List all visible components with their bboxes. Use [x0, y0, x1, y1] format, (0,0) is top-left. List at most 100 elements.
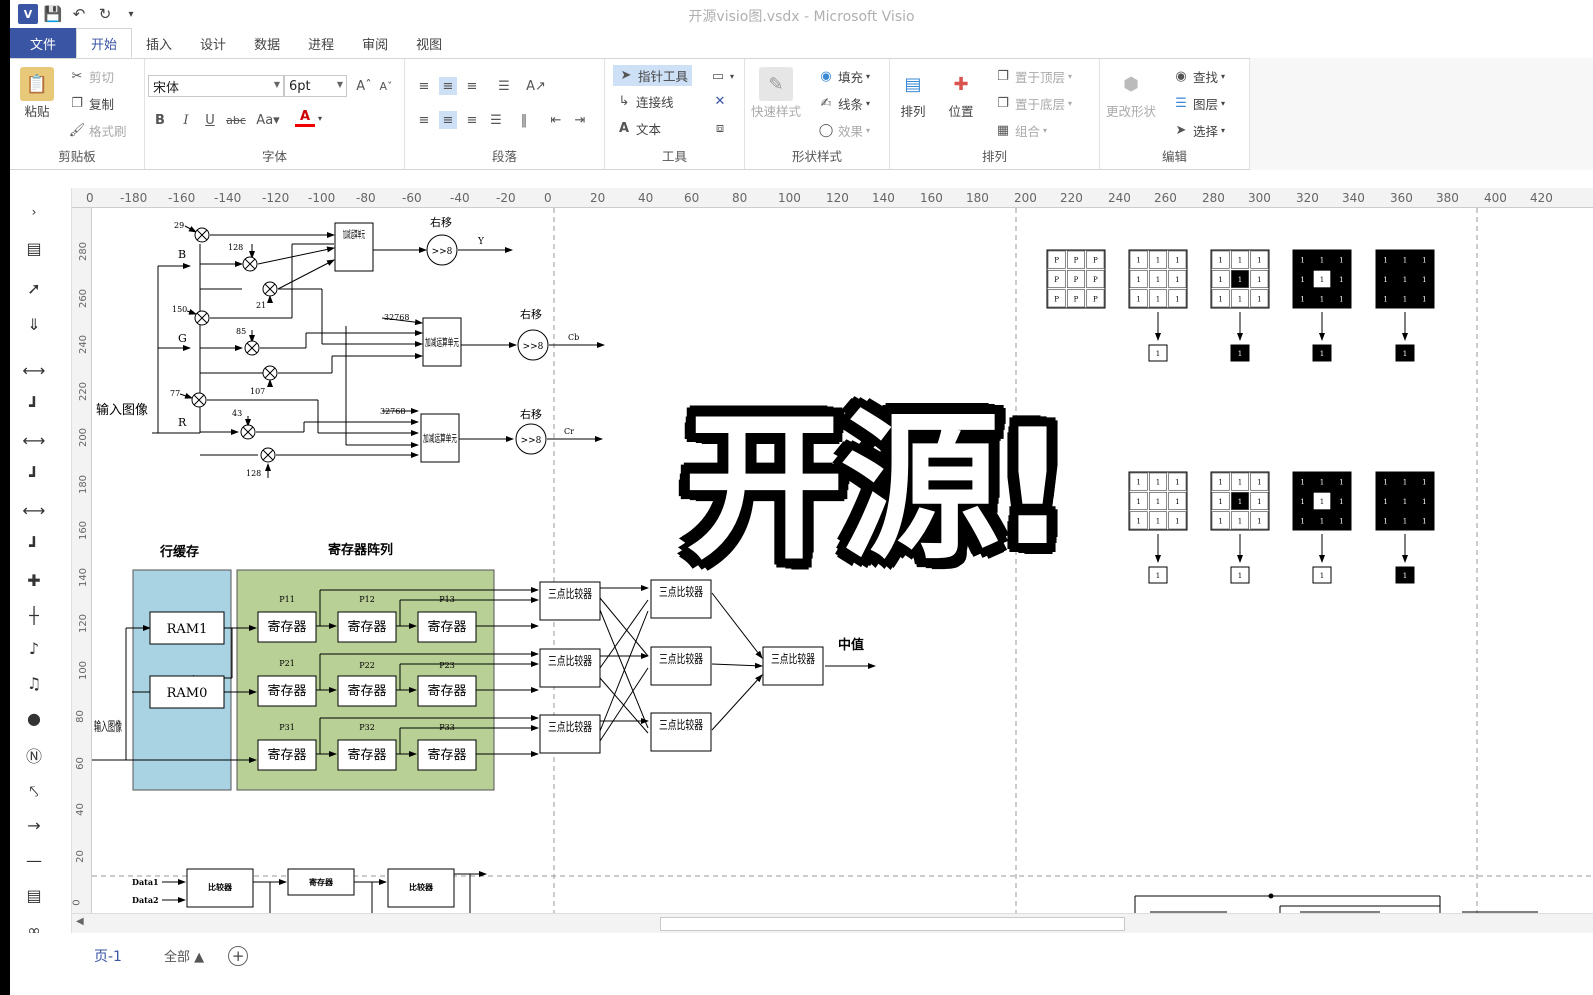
group-button[interactable]: ▦组合▾	[994, 121, 1047, 140]
align-middle-button[interactable]: ≡	[439, 77, 457, 95]
send-to-back-button[interactable]: ❐置于底层▾	[994, 94, 1072, 113]
dimension-icon[interactable]: ⟷	[22, 360, 46, 380]
line-button[interactable]: ✍线条▾	[817, 94, 870, 113]
tab-review[interactable]: 审阅	[362, 37, 389, 53]
quick-styles-button[interactable]: ✎ 快速样式	[751, 67, 801, 120]
add-page-icon[interactable]: +	[228, 945, 249, 966]
underline-button[interactable]: U	[201, 111, 219, 129]
font-size-select[interactable]: 6pt▼	[284, 75, 347, 97]
note-icon[interactable]: ♪	[28, 638, 40, 658]
terminal-icon[interactable]: Ⓝ	[25, 747, 42, 766]
down-arrow-icon[interactable]: ⇓	[27, 314, 41, 334]
paragraph-group-label: 段落	[491, 149, 517, 164]
pointer-tool-button[interactable]: ➤指针工具	[613, 65, 693, 86]
align-left-button[interactable]: ≡	[415, 111, 433, 129]
connector-icon[interactable]: —	[26, 850, 42, 870]
align-left-icon: ≡	[418, 112, 430, 128]
change-case-button[interactable]: Aa▾	[253, 111, 283, 129]
effects-button[interactable]: ◯效果▾	[818, 123, 871, 139]
text-tool-icon: A	[618, 121, 630, 136]
tab-home[interactable]: 开始	[76, 28, 133, 58]
fill-button[interactable]: ◉填充▾	[817, 67, 870, 86]
drawing-canvas[interactable]: 输入图像 B G R 29 128 21 150 85 107 77 43 12…	[92, 208, 1593, 913]
bold-button[interactable]: B	[151, 111, 169, 129]
all-pages-button[interactable]: 全部 ▲	[164, 946, 204, 965]
bottom-diagram-labels: Data1 Data2 比较器 寄存器 比较器	[132, 877, 434, 905]
bus-icon[interactable]: ▤	[26, 885, 42, 905]
arrange-group: ▤ 排列 ✚ 位置 ❐置于顶层▾ ❐置于底层▾ ▦组合▾ 排列	[890, 59, 1100, 169]
customize-qat-icon[interactable]: ▾	[128, 8, 134, 20]
change-shape-button[interactable]: ⬢ 更改形状	[1106, 67, 1156, 120]
align-bottom-button[interactable]: ≡	[463, 77, 481, 95]
junction-icon[interactable]: ┼	[29, 605, 39, 625]
morph-cell: P	[1074, 295, 1079, 303]
select-button[interactable]: ➤选择▾	[1172, 121, 1225, 140]
page-tab-1[interactable]: 页-1	[94, 948, 122, 965]
position-button[interactable]: ✚ 位置	[944, 67, 978, 120]
notes-icon[interactable]: ♫	[26, 673, 42, 693]
shapes-menu-icon[interactable]: ▤	[26, 238, 42, 258]
redo-icon[interactable]: ↻	[98, 5, 112, 23]
morph-cell: 1	[1403, 350, 1407, 358]
shrink-font-button[interactable]: Aˇ	[377, 77, 395, 95]
layers-button[interactable]: ☰图层▾	[1172, 94, 1225, 113]
horizontal-scrollbar[interactable]: ◀	[72, 913, 1593, 933]
connection-point-button[interactable]: ✕	[711, 92, 729, 110]
undo-icon[interactable]: ↶	[72, 5, 86, 23]
increase-indent-button[interactable]: ⇥	[571, 111, 589, 129]
bring-to-front-button[interactable]: ❐置于顶层▾	[994, 67, 1072, 86]
cut-button[interactable]: ✂剪切	[68, 67, 114, 86]
brush-icon: 🖌	[68, 123, 86, 138]
step-shape-icon[interactable]: ┛	[29, 535, 39, 555]
ruler-tick-label: 180	[966, 191, 989, 205]
tab-view[interactable]: 视图	[416, 37, 443, 53]
morph-cell: 1	[1300, 257, 1304, 265]
scrollbar-thumb[interactable]	[660, 917, 1125, 931]
format-painter-button[interactable]: 🖌格式刷	[68, 121, 127, 140]
tab-design[interactable]: 设计	[200, 37, 227, 53]
connector-button[interactable]: ↳连接线	[615, 92, 674, 111]
vertical-text-button[interactable]: ‖	[515, 111, 533, 129]
junction-icon[interactable]: ✚	[27, 570, 41, 590]
line-shape-icon[interactable]: →	[27, 815, 41, 835]
dimension-icon[interactable]: ⟷	[22, 500, 46, 520]
tab-file[interactable]: 文件	[10, 28, 77, 58]
rectangle-tool-button[interactable]: ▭▾	[709, 67, 734, 85]
step-shape-icon[interactable]: ┛	[29, 465, 39, 485]
expand-panel-icon[interactable]: ›	[31, 205, 37, 219]
text-direction-button[interactable]: A↗	[526, 77, 546, 95]
increase-indent-icon: ⇥	[574, 112, 586, 128]
align-center-button[interactable]: ≡	[439, 111, 457, 129]
italic-button[interactable]: I	[177, 111, 195, 129]
align-top-button[interactable]: ≡	[415, 77, 433, 95]
scroll-left-icon[interactable]: ◀	[76, 916, 84, 927]
arrange-button[interactable]: ▤ 排列	[896, 67, 930, 120]
pin-icon[interactable]: ●	[27, 708, 41, 728]
tab-insert[interactable]: 插入	[146, 37, 173, 53]
grow-font-button[interactable]: Aˆ	[355, 77, 373, 95]
morph-cell: 1	[1238, 572, 1242, 580]
dimension-icon[interactable]: ⟷	[22, 430, 46, 450]
pixel-label: P31	[279, 723, 295, 732]
visio-logo-icon[interactable]: V	[18, 4, 38, 24]
font-color-button[interactable]: A▾	[295, 109, 322, 127]
diagonal-line-icon[interactable]: ⤣	[29, 782, 39, 801]
paste-button[interactable]: 📋 粘贴	[20, 67, 54, 120]
find-button[interactable]: ◉查找▾	[1172, 67, 1225, 86]
tab-process[interactable]: 进程	[308, 37, 335, 53]
chevron-down-icon: ▼	[336, 80, 343, 89]
font-family-select[interactable]: 宋体▼	[148, 75, 284, 97]
save-icon[interactable]: 💾	[43, 5, 63, 23]
copy-button[interactable]: ❐复制	[68, 94, 114, 113]
crop-tool-button[interactable]: ⧈	[711, 119, 729, 137]
bullets-button[interactable]: ☰	[495, 77, 513, 95]
tab-data[interactable]: 数据	[254, 37, 281, 53]
decrease-indent-button[interactable]: ⇤	[547, 111, 565, 129]
justify-button[interactable]: ☰	[487, 111, 505, 129]
align-right-button[interactable]: ≡	[463, 111, 481, 129]
step-shape-icon[interactable]: ┛	[29, 395, 39, 415]
arrow-shape-icon[interactable]: ➚	[27, 278, 41, 298]
strikethrough-button[interactable]: abc	[225, 111, 247, 129]
font-color-icon: A	[295, 109, 315, 127]
